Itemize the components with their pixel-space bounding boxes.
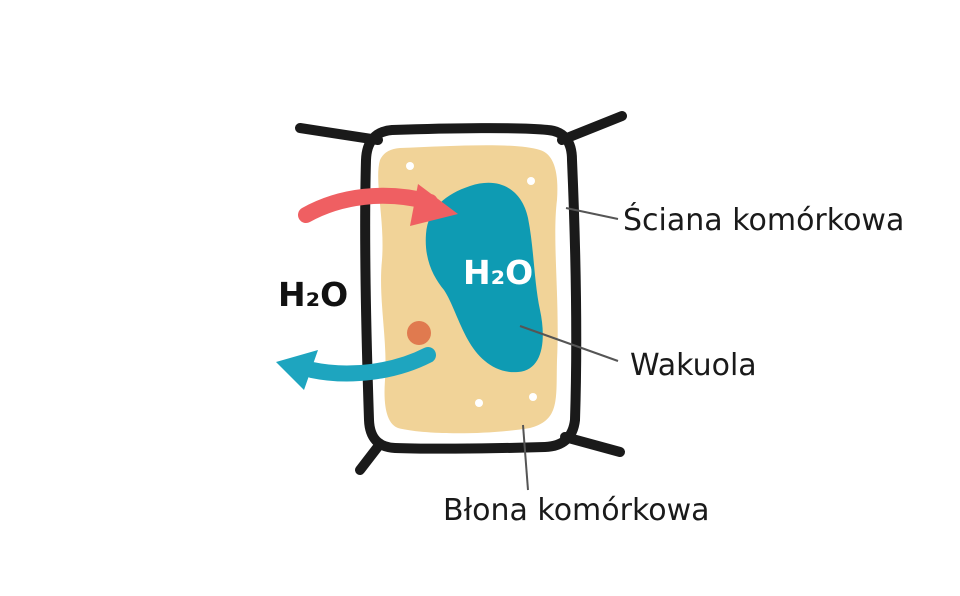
organelle xyxy=(407,321,431,345)
arrow-in-shaft xyxy=(298,187,438,223)
label-cell-wall: Ściana komórkowa xyxy=(623,201,904,238)
cell-wall xyxy=(360,123,582,454)
wall-extension-top-left xyxy=(295,123,383,145)
granule xyxy=(527,177,535,185)
leader-line-vacuole xyxy=(519,325,619,362)
arrow-in-head xyxy=(410,184,458,226)
leader-line-cell-wall xyxy=(565,207,619,220)
granule xyxy=(529,393,537,401)
vacuole xyxy=(425,182,543,373)
granule xyxy=(475,399,483,407)
wall-extension-bottom-left xyxy=(355,439,385,475)
water-label-vacuole: H₂O xyxy=(463,253,533,292)
wall-extension-top-right xyxy=(557,111,627,145)
arrow-out-head xyxy=(276,350,318,390)
wall-extension-bottom-right xyxy=(560,432,625,457)
arrow-out-shaft xyxy=(304,347,436,382)
label-vacuole: Wakuola xyxy=(630,348,757,383)
water-label-outside: H₂O xyxy=(278,275,348,314)
granule xyxy=(406,162,414,170)
label-cell-membrane: Błona komórkowa xyxy=(443,493,710,528)
leader-line-cell-membrane xyxy=(522,424,529,491)
